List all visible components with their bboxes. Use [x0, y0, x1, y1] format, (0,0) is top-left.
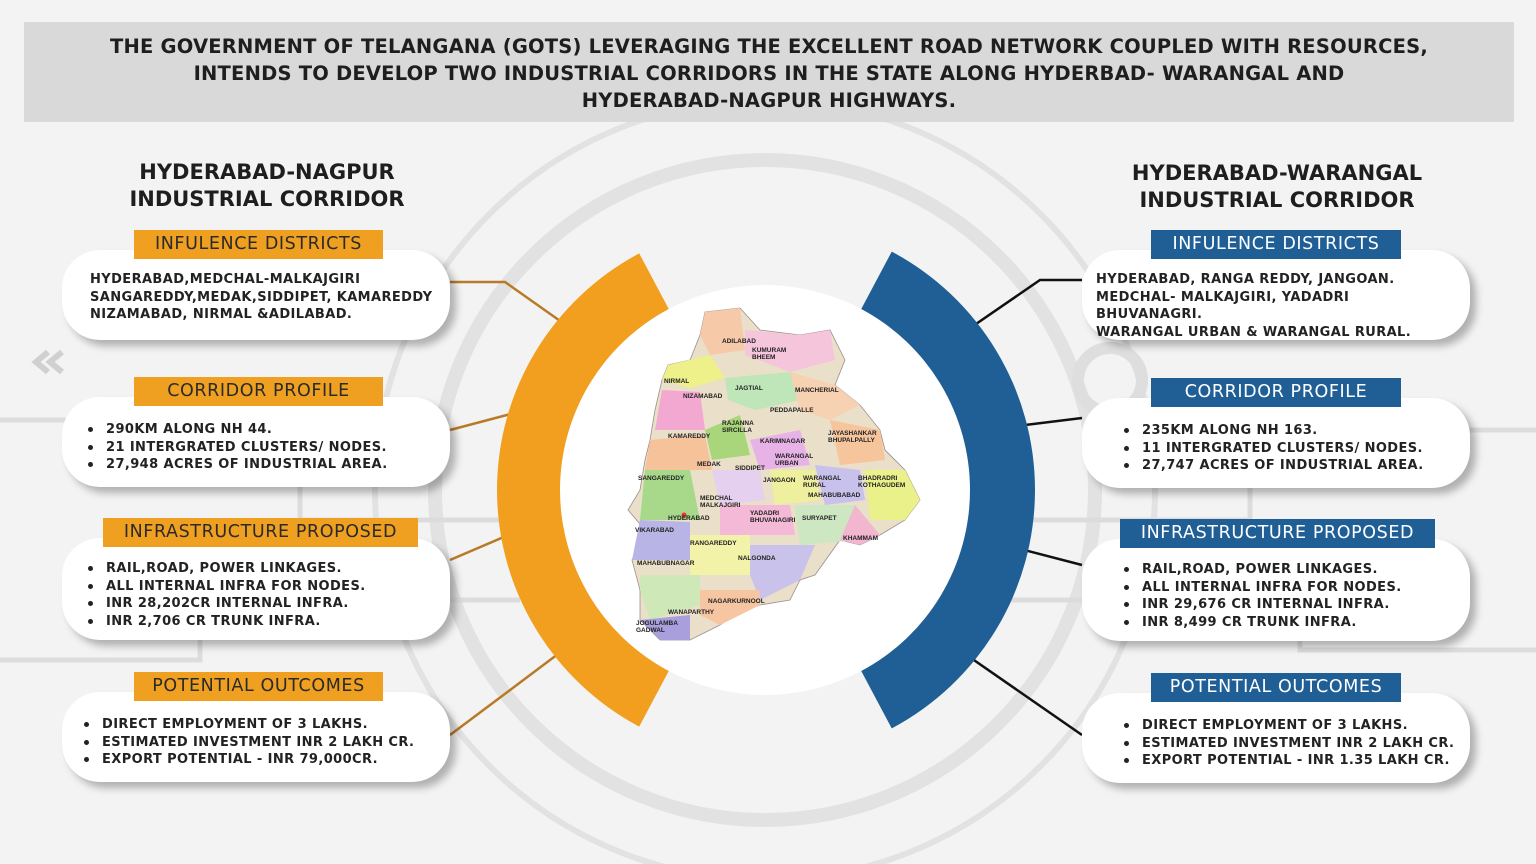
map-label: MAHABUBABAD	[808, 492, 861, 499]
map-label: MAHABUBNAGAR	[637, 560, 695, 567]
list-item: 21 INTERGRATED CLUSTERS/ NODES.	[88, 439, 450, 457]
map-label: NIRMAL	[664, 378, 689, 385]
nagpur-infra-box: RAIL,ROAD, POWER LINKAGES.ALL INTERNAL I…	[62, 538, 450, 640]
list-item: DIRECT EMPLOYMENT OF 3 LAKHS.	[1124, 717, 1470, 735]
list-item: RAIL,ROAD, POWER LINKAGES.	[88, 560, 450, 578]
nagpur-arc	[497, 253, 669, 727]
connector-line	[959, 278, 1082, 337]
map-label: KARIMNAGAR	[760, 438, 805, 445]
nagpur-corridor-title: HYDERABAD-NAGPUR INDUSTRIAL CORRIDOR	[67, 159, 467, 213]
map-label: SURYAPET	[802, 515, 837, 522]
map-label: JANGAON	[763, 477, 796, 484]
list-item: 235KM ALONG NH 163.	[1124, 422, 1470, 440]
map-label: NAGARKURNOOL	[708, 598, 765, 605]
title-line: INDUSTRIAL CORRIDOR	[129, 187, 405, 211]
text-line: SANGAREDDY,MEDAK,SIDDIPET, KAMAREDDY	[90, 289, 433, 305]
list-item: INR 28,202CR INTERNAL INFRA.	[88, 595, 450, 613]
nagpur-influence-box: HYDERABAD,MEDCHAL-MALKAJGIRI SANGAREDDY,…	[62, 250, 450, 340]
warangal-profile-box: 235KM ALONG NH 163.11 INTERGRATED CLUSTE…	[1082, 398, 1470, 488]
warangal-outcomes-tab: POTENTIAL OUTCOMES	[1151, 673, 1401, 702]
capital-marker-icon	[681, 512, 687, 518]
map-label: PEDDAPALLE	[770, 407, 814, 414]
double-chevron-left-icon	[31, 349, 64, 375]
map-label: NALGONDA	[738, 555, 776, 562]
text-line: MEDCHAL- MALKAJGIRI, YADADRI BHUVANAGRI.	[1096, 289, 1350, 323]
map-label: KAMAREDDY	[668, 433, 711, 440]
list-item: RAIL,ROAD, POWER LINKAGES.	[1124, 561, 1470, 579]
map-label: NIZAMABAD	[683, 393, 723, 400]
warangal-infra-box: RAIL,ROAD, POWER LINKAGES.ALL INTERNAL I…	[1082, 539, 1470, 641]
list-item: 27,747 ACRES OF INDUSTRIAL AREA.	[1124, 457, 1470, 475]
warangal-arc	[861, 251, 1035, 729]
map-label: MEDAK	[697, 461, 721, 468]
map-label: SIDDIPET	[735, 465, 765, 472]
list-item: INR 8,499 CR TRUNK INFRA.	[1124, 614, 1470, 632]
list-item: ESTIMATED INVESTMENT INR 2 LAKH CR.	[84, 734, 450, 752]
list-item: INR 2,706 CR TRUNK INFRA.	[88, 613, 450, 631]
map-label: MANCHERIAL	[795, 387, 839, 394]
header-line: THE GOVERNMENT OF TELANGANA (GOTS) LEVER…	[110, 35, 1428, 58]
map-label: WANAPARTHY	[668, 609, 715, 616]
title-line: HYDERABAD-WARANGAL	[1131, 161, 1423, 185]
list-item: ALL INTERNAL INFRA FOR NODES.	[1124, 579, 1470, 597]
warangal-profile-tab: CORRIDOR PROFILE	[1151, 378, 1401, 407]
header-line: INTENDS TO DEVELOP TWO INDUSTRIAL CORRID…	[193, 62, 1345, 85]
list-item: DIRECT EMPLOYMENT OF 3 LAKHS.	[84, 716, 450, 734]
header-line: HYDERABAD-NAGPUR HIGHWAYS.	[581, 89, 957, 112]
map-label: JAGTIAL	[735, 385, 763, 392]
nagpur-profile-tab: CORRIDOR PROFILE	[134, 377, 383, 406]
list-item: ALL INTERNAL INFRA FOR NODES.	[88, 578, 450, 596]
nagpur-infra-tab: INFRASTRUCTURE PROPOSED	[103, 518, 418, 547]
text-line: WARANGAL URBAN & WARANGAL RURAL.	[1096, 324, 1412, 340]
connector-line	[450, 280, 581, 337]
list-item: ESTIMATED INVESTMENT INR 2 LAKH CR.	[1124, 735, 1470, 753]
map-label: RANGAREDDY	[690, 540, 737, 547]
title-line: HYDERABAD-NAGPUR	[139, 160, 395, 184]
nagpur-outcomes-tab: POTENTIAL OUTCOMES	[134, 672, 383, 701]
connector-line	[449, 644, 571, 736]
map-label: SANGAREDDY	[638, 475, 685, 482]
list-item: EXPORT POTENTIAL - INR 79,000CR.	[84, 751, 450, 769]
nagpur-influence-tab: INFULENCE DISTRICTS	[134, 230, 383, 259]
list-item: 11 INTERGRATED CLUSTERS/ NODES.	[1124, 440, 1470, 458]
text-line: HYDERABAD, RANGA REDDY, JANGOAN.	[1096, 272, 1395, 287]
title-line: INDUSTRIAL CORRIDOR	[1139, 188, 1415, 212]
text-line: NIZAMABAD, NIRMAL &ADILABAD.	[90, 307, 353, 322]
nagpur-profile-box: 290KM ALONG NH 44.21 INTERGRATED CLUSTER…	[62, 397, 450, 487]
list-item: 290KM ALONG NH 44.	[88, 421, 450, 439]
map-label: ADILABAD	[722, 338, 756, 345]
text-line: HYDERABAD,MEDCHAL-MALKAJGIRI	[90, 272, 361, 287]
warangal-infra-tab: INFRASTRUCTURE PROPOSED	[1120, 519, 1435, 548]
warangal-outcomes-box: DIRECT EMPLOYMENT OF 3 LAKHS.ESTIMATED I…	[1082, 693, 1470, 783]
nagpur-outcomes-box: DIRECT EMPLOYMENT OF 3 LAKHS.ESTIMATED I…	[62, 692, 450, 782]
list-item: 27,948 ACRES OF INDUSTRIAL AREA.	[88, 456, 450, 474]
header-banner: THE GOVERNMENT OF TELANGANA (GOTS) LEVER…	[24, 22, 1514, 122]
map-label: KHAMMAM	[843, 535, 878, 542]
map-label: VIKARABAD	[635, 527, 674, 534]
list-item: EXPORT POTENTIAL - INR 1.35 LAKH CR.	[1124, 752, 1470, 770]
list-item: INR 29,676 CR INTERNAL INFRA.	[1124, 596, 1470, 614]
warangal-influence-tab: INFULENCE DISTRICTS	[1151, 230, 1401, 259]
map-label: HYDERABAD	[668, 515, 710, 522]
warangal-corridor-title: HYDERABAD-WARANGAL INDUSTRIAL CORRIDOR	[1077, 160, 1477, 214]
warangal-influence-box: HYDERABAD, RANGA REDDY, JANGOAN. MEDCHAL…	[1082, 250, 1470, 340]
